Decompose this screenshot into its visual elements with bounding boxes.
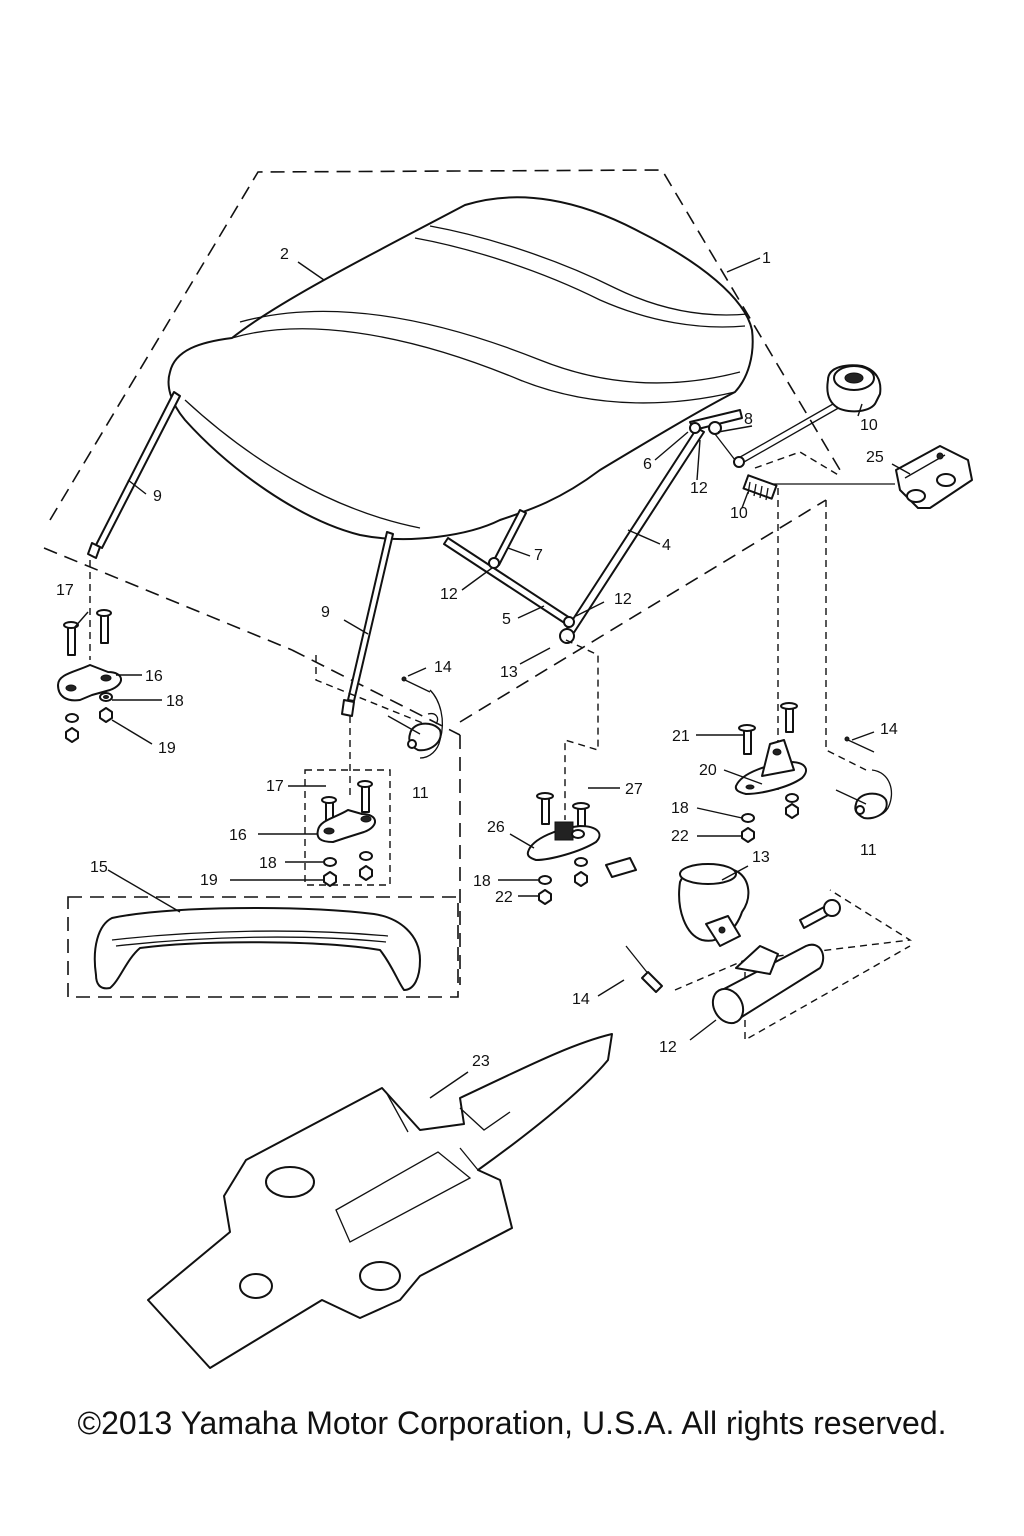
detail-pin [625,945,663,993]
callout-1: 1 [762,250,771,267]
callout-19-a: 19 [158,740,176,757]
callout-14-a: 14 [434,659,452,676]
callout-12-c: 12 [614,591,632,608]
callout-12-a: 12 [690,480,708,497]
right-base [734,702,807,843]
callout-13-a: 13 [500,664,518,681]
rubber-boot [826,364,882,413]
callout-18-a: 18 [166,693,184,710]
callout-25: 25 [866,449,884,466]
storage-holder [895,445,973,509]
callout-14-b: 14 [880,721,898,738]
callout-12-b: 12 [440,586,458,603]
strap-buckle [733,456,778,501]
callout-22-b: 22 [671,828,689,845]
callout-22-a: 22 [495,889,513,906]
callout-6: 6 [643,456,652,473]
callout-13-b: 13 [752,849,770,866]
copyright-notice: ©2013 Yamaha Motor Corporation, U.S.A. A… [77,1405,947,1441]
bimini-canvas [167,196,754,540]
callout-20: 20 [699,762,717,779]
callout-10-upper: 10 [860,417,878,434]
callout-18-d: 18 [671,800,689,817]
callout-7: 7 [534,547,543,564]
callout-4: 4 [662,537,671,554]
frame-bows [87,391,743,717]
callout-27: 27 [625,781,643,798]
callout-14-c: 14 [572,991,590,1008]
pin-clip-left [387,676,444,759]
callout-21: 21 [672,728,690,745]
strap [734,399,895,485]
callout-15: 15 [90,859,108,876]
leader-lines [73,257,911,1099]
detail-cap [678,863,750,947]
left-hinge [57,609,122,743]
callout-18-c: 18 [473,873,491,890]
center-hinge [304,769,391,887]
callout-8: 8 [744,411,753,428]
callout-16-a: 16 [145,668,163,685]
pin-clip-right [835,736,893,820]
callout-12-d: 12 [659,1039,677,1056]
callout-23: 23 [472,1053,490,1070]
callout-16-b: 16 [229,827,247,844]
callout-9-lower: 9 [321,604,330,621]
boat-cover [147,1033,613,1369]
callout-18-b: 18 [259,855,277,872]
detail-tube [711,899,841,1025]
callout-9-upper: 9 [153,488,162,505]
grab-rail [67,896,459,998]
callout-11-right: 11 [860,842,877,859]
assembly-outline [43,169,841,985]
callout-17-b: 17 [266,778,284,795]
callout-11-left: 11 [412,785,429,802]
center-bracket [526,792,637,905]
callout-10-lower: 10 [730,505,748,522]
callout-17-a: 17 [56,582,74,599]
callout-2: 2 [280,246,289,263]
callout-19-b: 19 [200,872,218,889]
callout-labels: 1 2 4 5 6 7 8 9 9 10 10 11 11 12 12 12 1… [56,246,898,1070]
callout-26: 26 [487,819,505,836]
callout-5: 5 [502,611,511,628]
